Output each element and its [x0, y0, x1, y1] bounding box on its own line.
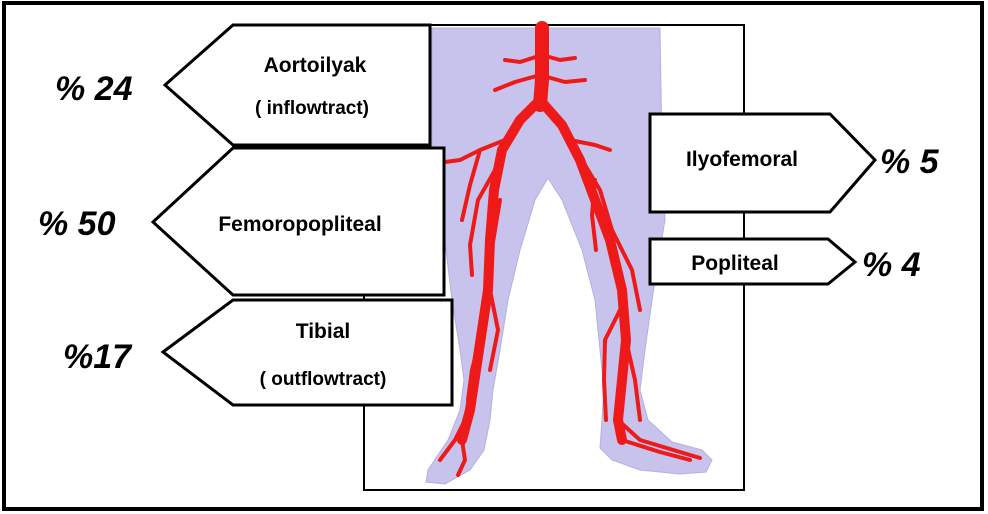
femoropopliteal-label: Femoropopliteal — [218, 213, 381, 236]
tibial-sublabel: ( outflowtract) — [260, 369, 387, 390]
popliteal-label: Popliteal — [691, 252, 779, 275]
popliteal-percent: % 4 — [862, 246, 921, 284]
tibial-percent: %17 — [63, 338, 133, 376]
aortoilyak-callout — [165, 25, 430, 145]
tibial-label: Tibial — [296, 320, 350, 343]
aorta — [540, 28, 542, 105]
ilyofemoral-percent: % 5 — [880, 143, 940, 181]
aortoilyak-percent: % 24 — [55, 70, 133, 108]
femoropopliteal-percent: % 50 — [38, 205, 116, 243]
aortoilyak-sublabel: ( inflowtract) — [255, 98, 369, 119]
ilyofemoral-label: Ilyofemoral — [686, 148, 798, 171]
aortoilyak-label: Aortoilyak — [264, 54, 367, 77]
